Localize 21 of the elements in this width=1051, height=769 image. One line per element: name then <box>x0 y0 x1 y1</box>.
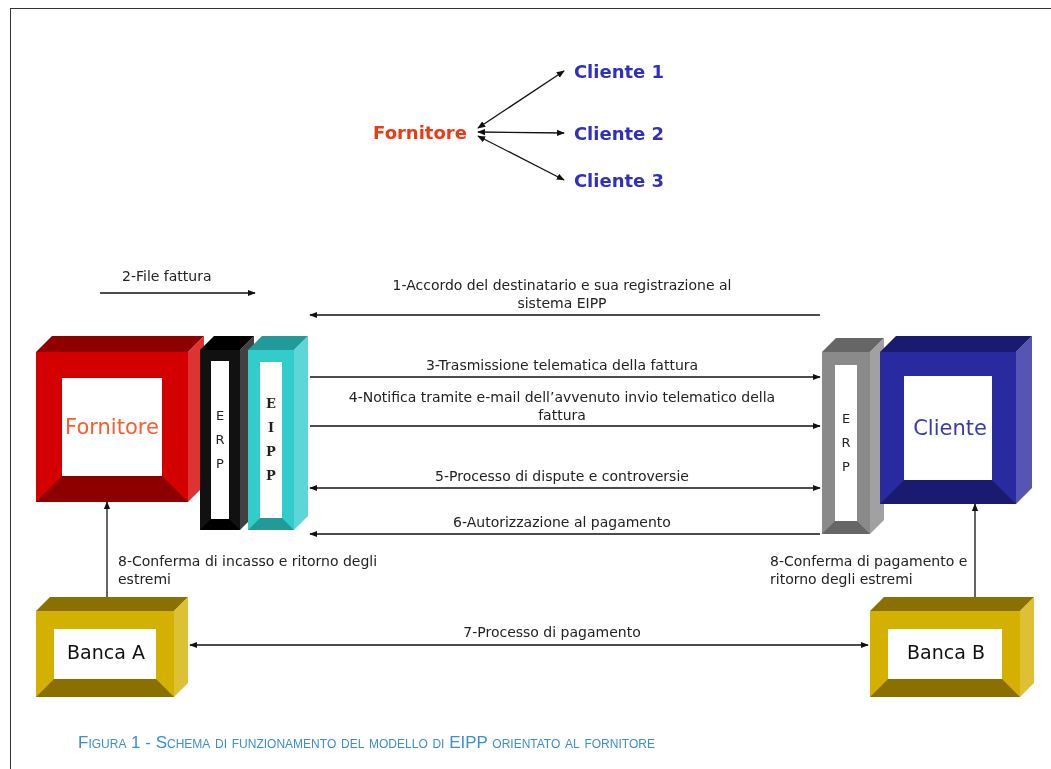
node-label: Cliente 2 <box>573 122 665 144</box>
arrow <box>309 311 821 319</box>
node-label: Cliente 1 <box>573 60 665 82</box>
arrow <box>309 422 821 430</box>
figure-caption: Figura 1 - Schema di funzionamento del modello di EIPP orientato al fornitore <box>78 733 655 753</box>
arrow <box>103 501 111 598</box>
arrow <box>477 70 565 129</box>
box-label: Banca B <box>907 641 985 663</box>
arrow <box>99 289 256 297</box>
arrow <box>189 641 869 649</box>
node-label: Fornitore <box>373 121 467 143</box>
box-label: Cliente <box>913 416 987 440</box>
node-label: Cliente 3 <box>573 169 665 191</box>
arrow <box>309 530 821 538</box>
box-label: Fornitore <box>65 415 159 439</box>
arrow <box>309 373 821 381</box>
box-label: Banca A <box>67 641 145 663</box>
arrow <box>309 484 821 492</box>
arrow <box>477 135 565 181</box>
arrow <box>477 128 565 137</box>
arrow <box>971 503 979 598</box>
